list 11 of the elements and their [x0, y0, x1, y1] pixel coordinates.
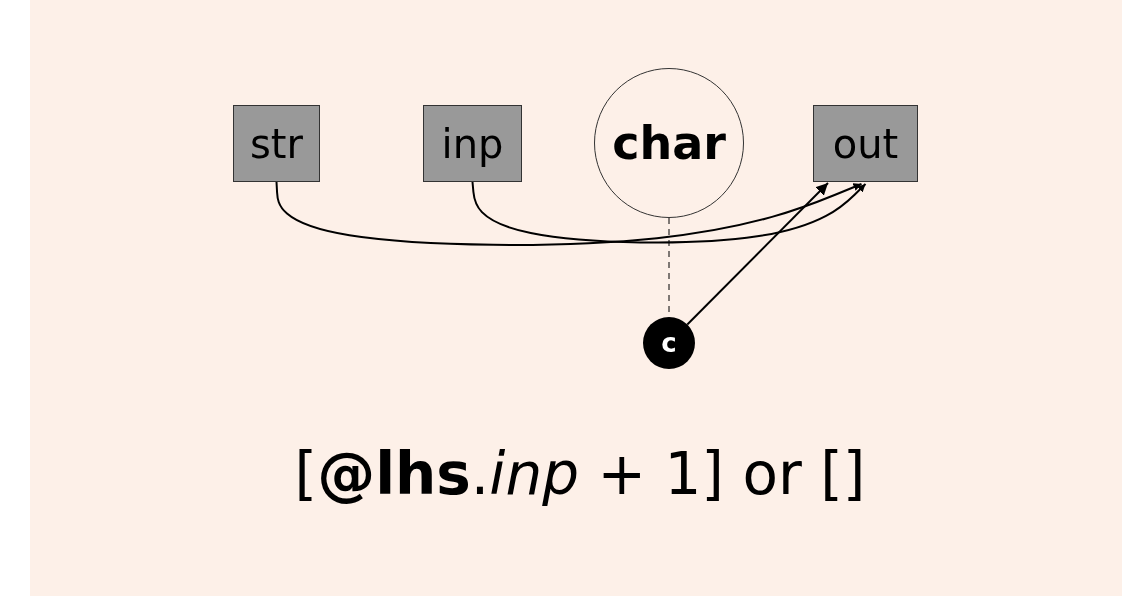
formula-text: [@lhs.inp + 1] or []	[293, 440, 867, 508]
variable-box	[423, 105, 522, 182]
node-label: c	[661, 330, 677, 356]
node-label: str	[250, 123, 303, 164]
node-label: out	[832, 123, 899, 164]
variable-box	[813, 105, 918, 182]
node-label: char	[612, 120, 726, 166]
arrow	[275, 181, 863, 246]
arrow	[686, 182, 829, 326]
variable-box	[233, 105, 320, 182]
arrow	[471, 181, 867, 244]
